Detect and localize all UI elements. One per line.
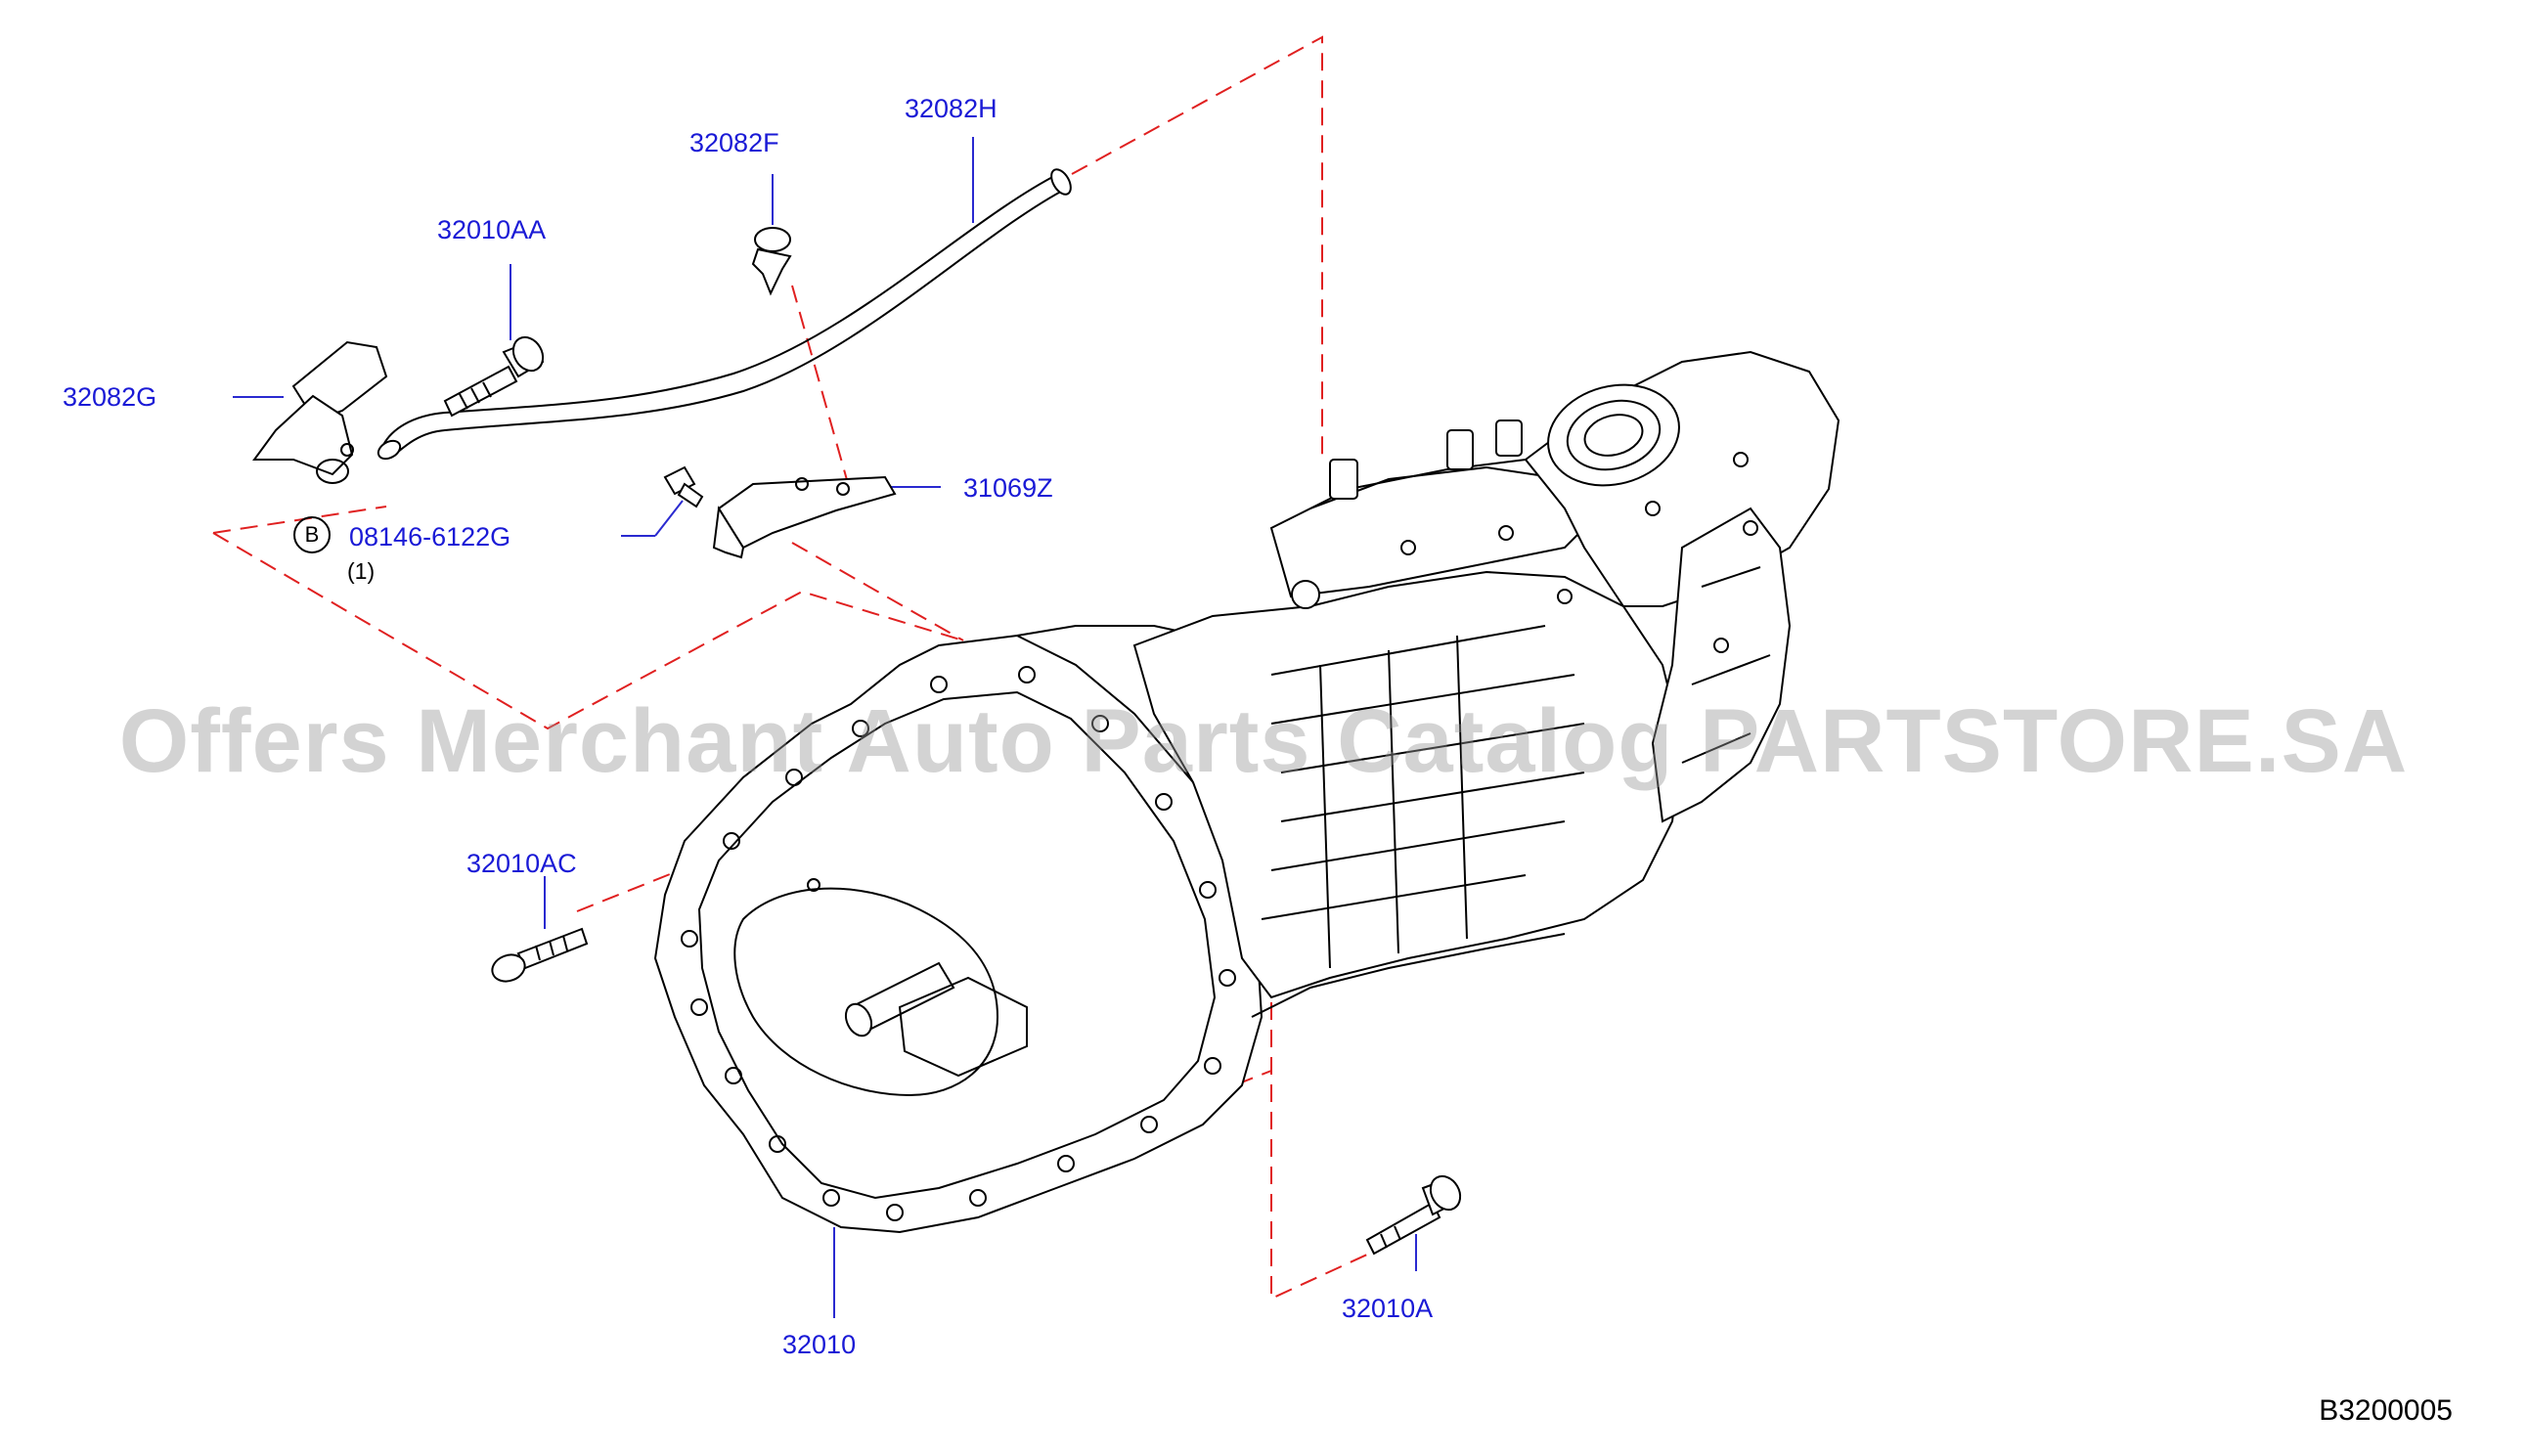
part-label-32082F[interactable]: 32082F: [689, 128, 779, 157]
hose-32082H: [377, 168, 1072, 461]
transmission-32010: [653, 350, 1840, 1234]
clip-32082F: [751, 227, 792, 296]
part-quantity-08146: (1): [347, 558, 376, 584]
part-label-32010AC[interactable]: 32010AC: [466, 849, 577, 878]
bracket-31069Z: [712, 475, 897, 559]
part-label-32010AA[interactable]: 32010AA: [437, 215, 547, 244]
leader-lines: [233, 137, 1417, 1318]
bracket-32082G: [252, 340, 388, 484]
part-label-08146-6122G[interactable]: 08146-6122G: [349, 522, 511, 552]
part-label-32010A[interactable]: 32010A: [1342, 1294, 1434, 1323]
bolt-32010AA: [443, 335, 545, 418]
part-label-32082H[interactable]: 32082H: [905, 94, 998, 123]
part-label-32082G[interactable]: 32082G: [63, 382, 157, 412]
watermark: Offers Merchant Auto Parts Catalog PARTS…: [118, 691, 2409, 791]
part-label-32010[interactable]: 32010: [782, 1330, 857, 1359]
bolt-08146-6122G: [663, 465, 704, 508]
callout-b-symbol: B: [293, 516, 331, 553]
bolt-32010A: [1365, 1174, 1462, 1256]
part-label-31069Z[interactable]: 31069Z: [963, 473, 1053, 503]
diagram-code: B3200005: [2319, 1394, 2453, 1427]
bolt-32010AC: [491, 927, 589, 983]
